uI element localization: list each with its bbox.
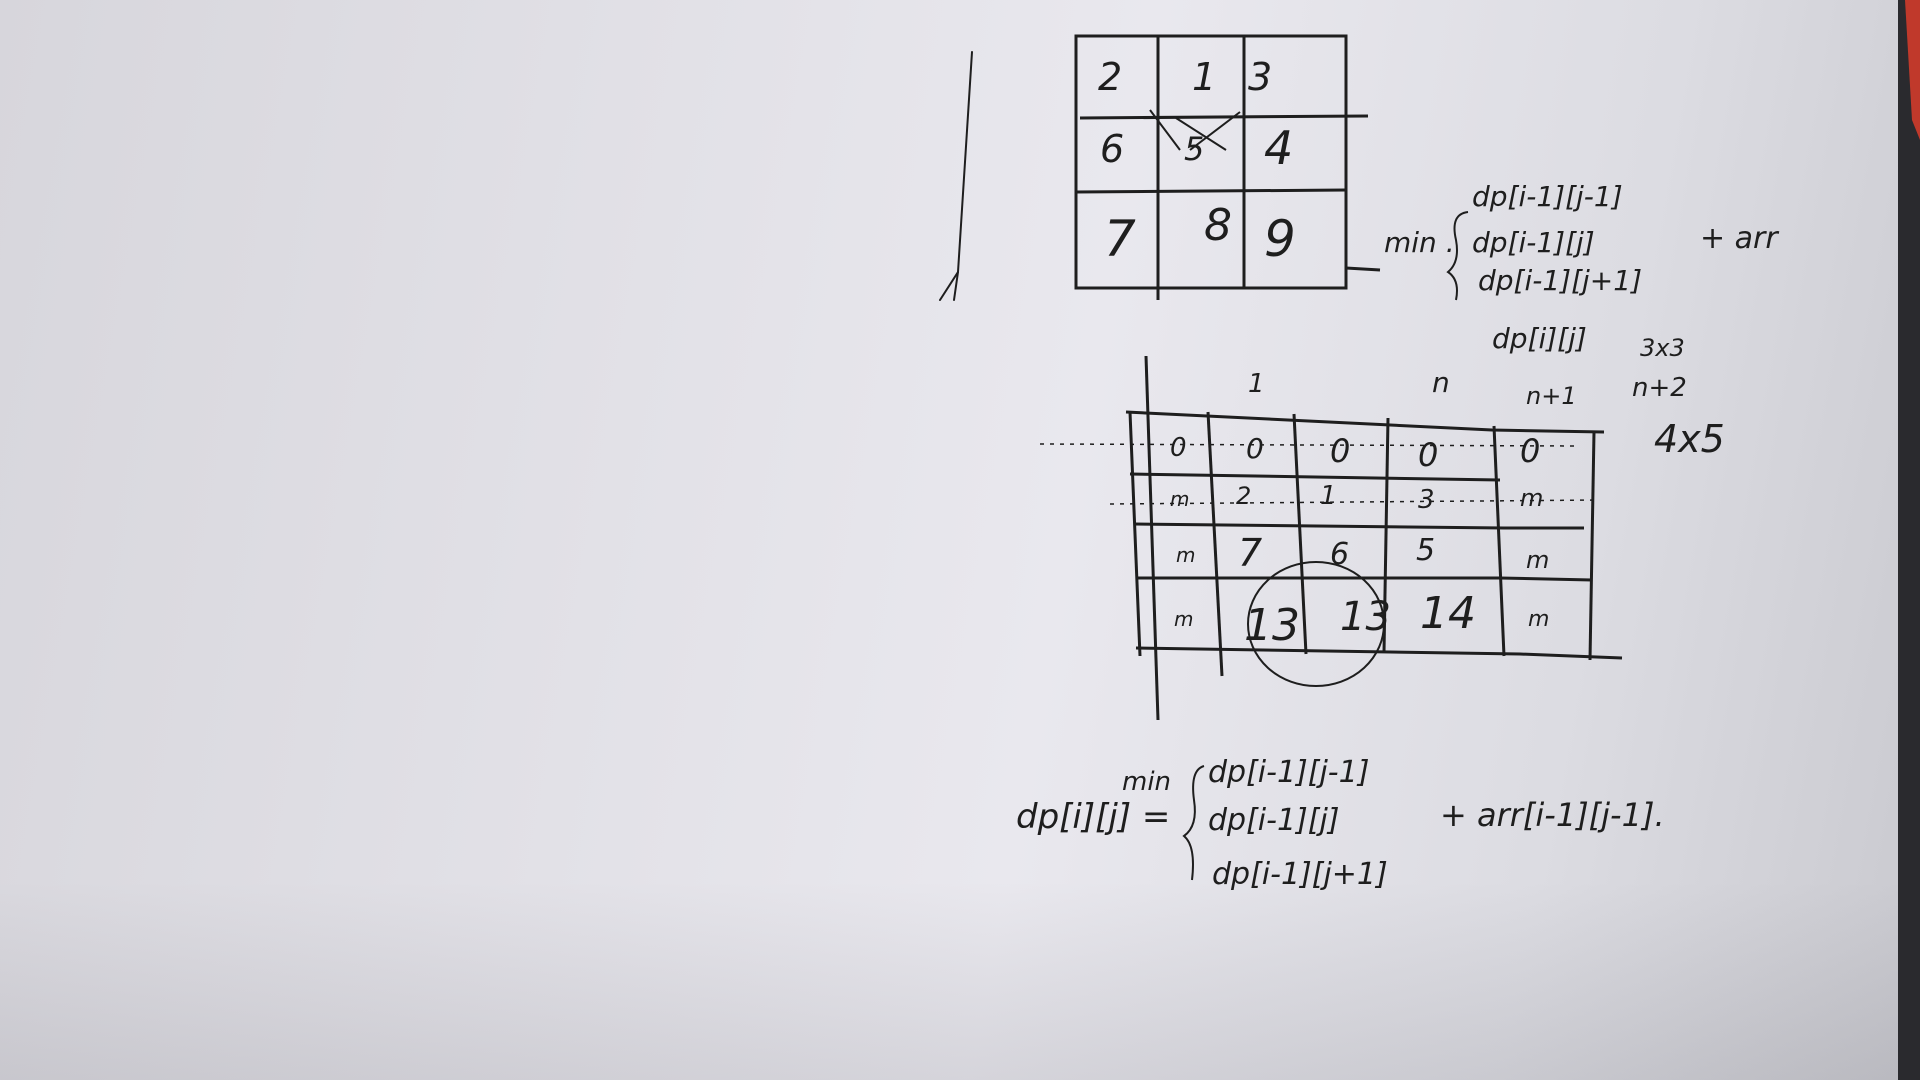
grid-3x3-values: 2 1 3 6 5 4 7 8 9 xyxy=(1098,55,1296,268)
formula-2-brace xyxy=(1182,765,1205,881)
grid-4x5 xyxy=(1039,355,1623,721)
formula-1-brace xyxy=(1446,211,1469,301)
scribble-marks xyxy=(1149,109,1241,151)
r1c4: m xyxy=(1520,484,1543,512)
r0c3: 0 xyxy=(1418,436,1438,474)
r1c2: 1 xyxy=(1320,481,1337,511)
cell-4: 4 xyxy=(1264,121,1293,175)
grid-4x5-values: 0 0 0 0 0 m 2 1 3 m m 7 6 5 m m 13 13 14… xyxy=(1170,432,1549,651)
formula-1-line-2: dp[i-1][j] xyxy=(1472,226,1595,259)
formula-1-plus: + arr xyxy=(1700,221,1779,256)
r0c4: 0 xyxy=(1520,432,1540,470)
r2c3: 5 xyxy=(1416,533,1435,568)
r2c4: m xyxy=(1526,546,1549,574)
cell-2: 2 xyxy=(1098,55,1122,99)
col-label-n: n xyxy=(1432,366,1450,399)
formula-2-line-1: dp[i-1][j-1] xyxy=(1208,755,1369,790)
col-label-1: 1 xyxy=(1248,369,1265,399)
formula-1-result: dp[i][j] xyxy=(1492,322,1587,355)
r2c1: 7 xyxy=(1238,531,1262,575)
formula-2-min: min xyxy=(1122,767,1171,797)
r3c1: 13 xyxy=(1244,600,1300,651)
formula-2-plus: + arr[i-1][j-1]. xyxy=(1440,796,1665,834)
formula-2-line-2: dp[i-1][j] xyxy=(1208,803,1339,838)
r3c4: m xyxy=(1528,607,1549,632)
formula-1-min: min . xyxy=(1384,226,1455,259)
size-4x5: 4x5 xyxy=(1654,417,1725,461)
down-arrow xyxy=(939,51,973,301)
formula-2-lhs: dp[i][j] = xyxy=(1016,797,1170,837)
cell-6: 6 xyxy=(1100,127,1124,171)
grid-4x5-labels: 1 n n+1 4x5 xyxy=(1248,366,1725,461)
cell-1: 1 xyxy=(1192,55,1216,99)
r1c0: m xyxy=(1170,487,1189,511)
r0c0: 0 xyxy=(1170,433,1187,463)
r0c1: 0 xyxy=(1246,432,1264,465)
cell-3: 3 xyxy=(1248,55,1272,99)
cell-5: 5 xyxy=(1184,130,1204,168)
cell-7: 7 xyxy=(1104,210,1136,268)
grid-3x3 xyxy=(1074,34,1381,300)
formula-1-line-3: dp[i-1][j+1] xyxy=(1478,264,1642,297)
paper-edge xyxy=(1898,0,1920,1080)
r1c1: 2 xyxy=(1236,482,1251,510)
r2c0: m xyxy=(1176,543,1195,567)
formula-2-line-3: dp[i-1][j+1] xyxy=(1212,857,1388,892)
r0c2: 0 xyxy=(1330,432,1350,470)
formula-1-line-1: dp[i-1][j-1] xyxy=(1472,180,1623,213)
r3c3: 14 xyxy=(1420,588,1476,639)
size-n2: n+2 xyxy=(1632,373,1687,403)
r2c2: 6 xyxy=(1330,537,1349,572)
r3c0: m xyxy=(1174,607,1193,631)
col-label-n1: n+1 xyxy=(1526,382,1577,410)
formula-1: min . dp[i-1][j-1] dp[i-1][j] dp[i-1][j+… xyxy=(1384,180,1779,403)
size-3x3: 3x3 xyxy=(1640,334,1685,362)
cell-8: 8 xyxy=(1204,200,1232,251)
cell-9: 9 xyxy=(1264,210,1296,268)
r1c3: 3 xyxy=(1418,485,1435,515)
formula-2: dp[i][j] = min dp[i-1][j-1] dp[i-1][j] d… xyxy=(1016,755,1665,892)
r3c2: 13 xyxy=(1340,594,1391,640)
